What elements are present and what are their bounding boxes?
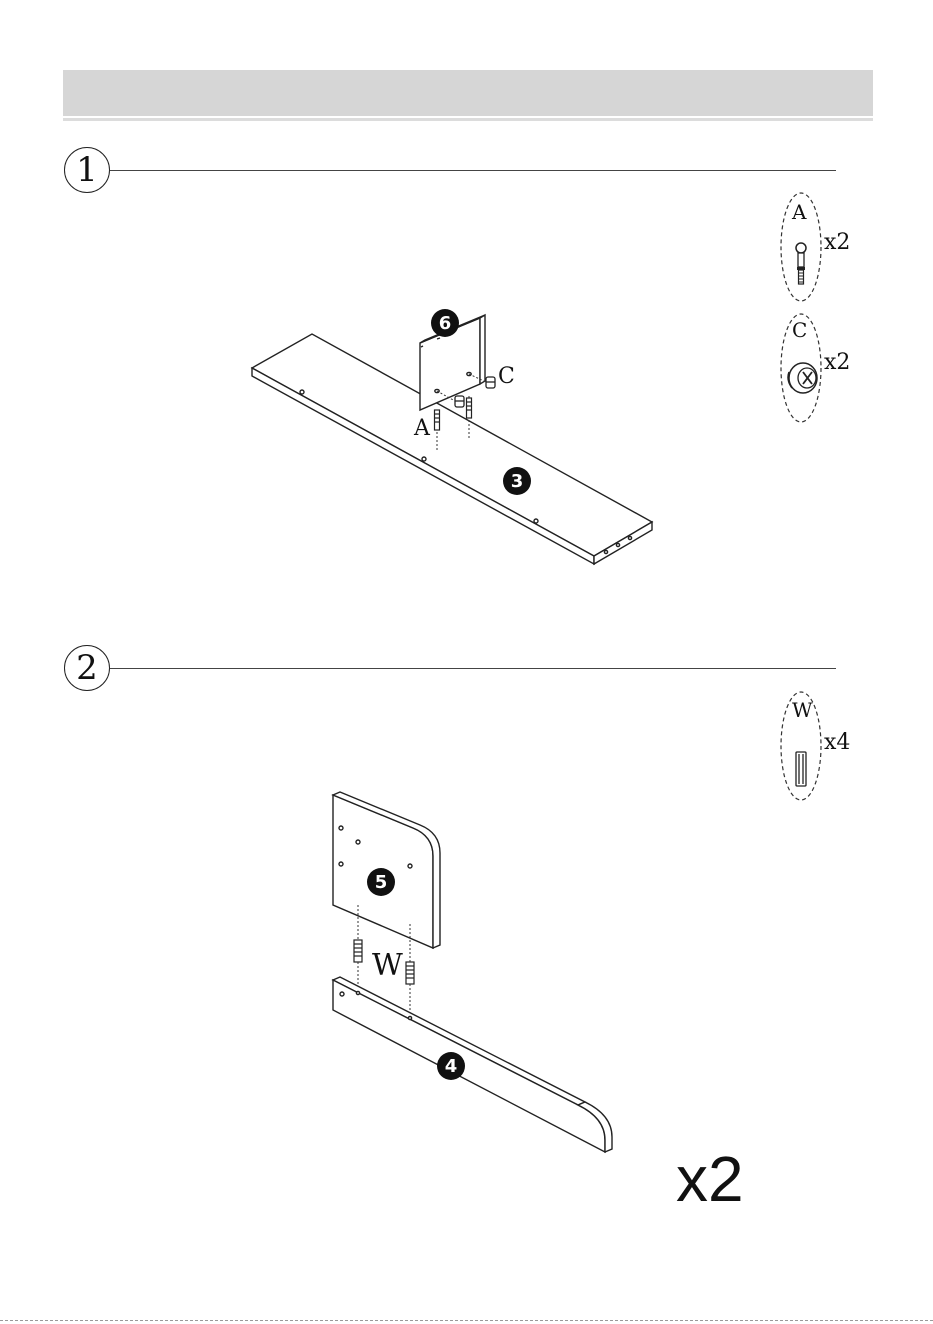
header-bar (63, 70, 873, 116)
callout-a-label: A (414, 416, 430, 441)
step-2-number: 2 (64, 645, 110, 691)
header-rule (63, 118, 873, 121)
callout-w-label: W (372, 948, 403, 983)
cam-bolt-placed (435, 398, 472, 430)
cam-lock-icon (788, 363, 817, 393)
hardware-w-qty: x4 (824, 730, 850, 755)
step-1-rule (110, 170, 836, 171)
part-number-6: 6 (431, 309, 459, 337)
hardware-c-letter: C (792, 318, 807, 342)
repeat-quantity: x2 (676, 1142, 744, 1216)
hardware-a-letter: A (792, 200, 806, 224)
hardware-c-qty: x2 (824, 350, 850, 375)
part-number-4: 4 (437, 1052, 465, 1080)
step-1-number: 1 (64, 147, 110, 193)
rail-4 (333, 977, 612, 1152)
hardware-w-letter: W (792, 698, 813, 722)
hardware-a-qty: x2 (824, 230, 850, 255)
board-3 (252, 334, 652, 564)
callout-c-label: C (498, 364, 515, 389)
part-number-5: 5 (367, 868, 395, 896)
wooden-dowel-icon (796, 752, 806, 786)
part-number-3: 3 (503, 467, 531, 495)
page-bottom-border (0, 1320, 933, 1321)
step-2-rule (110, 668, 836, 669)
cam-bolt-icon (796, 243, 806, 284)
cam-lock-placed (455, 377, 495, 407)
